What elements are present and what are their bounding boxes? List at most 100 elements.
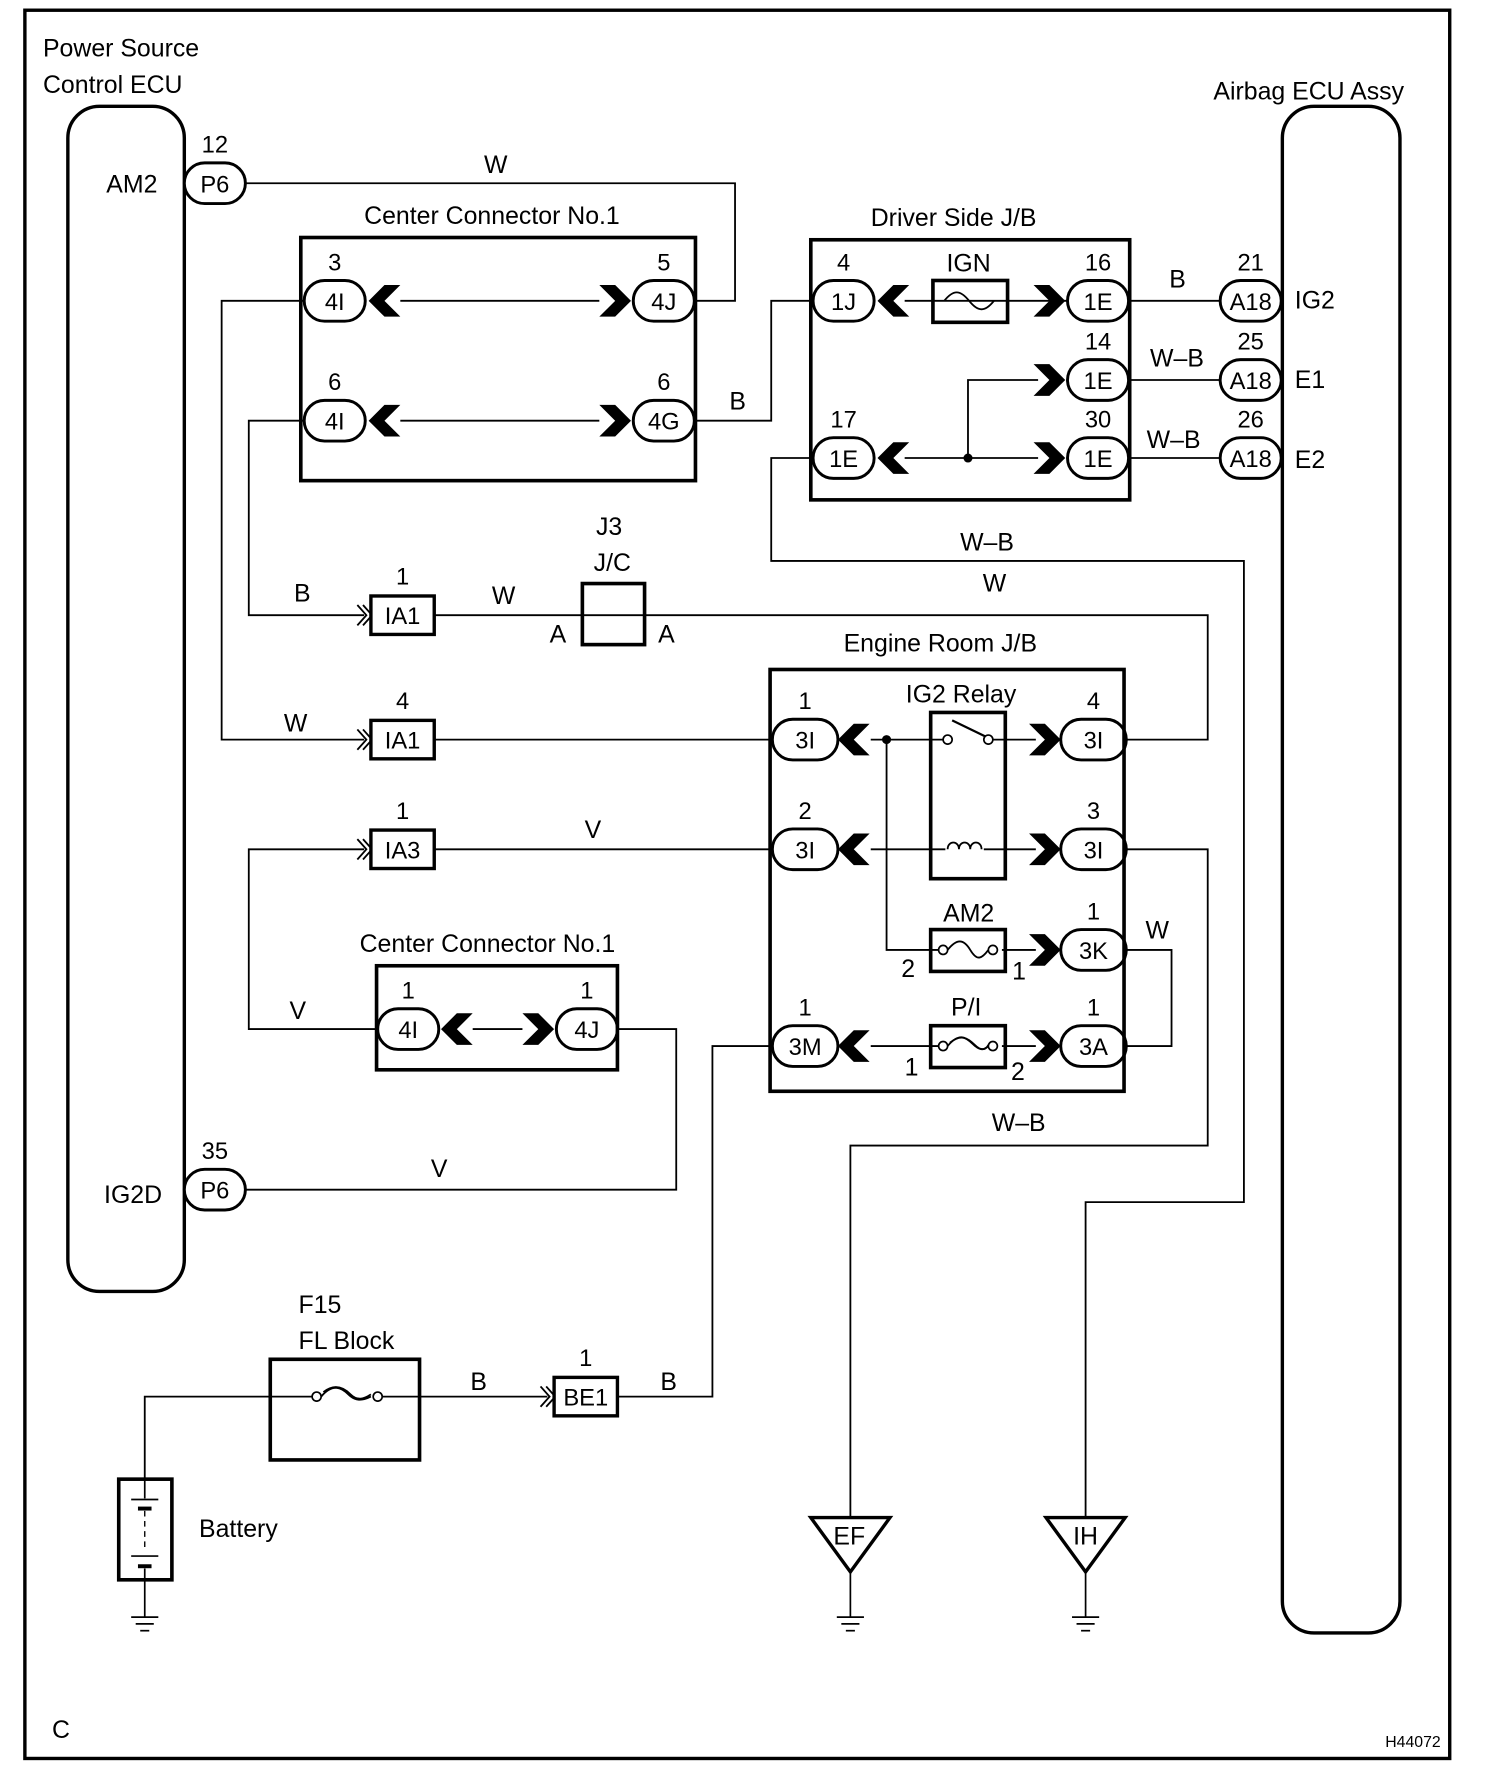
- power-ecu-title-2: Control ECU: [43, 71, 183, 99]
- center-connector-bottom-title: Center Connector No.1: [360, 930, 616, 958]
- ground-ef: [807, 1515, 894, 1618]
- connector-arrow-icon: [368, 404, 401, 437]
- connector-code: IA3: [385, 838, 421, 864]
- pin-number: 14: [1085, 329, 1111, 355]
- pin-number: 1: [402, 979, 415, 1005]
- pin-number: 1: [580, 979, 593, 1005]
- power-ecu-title-1: Power Source: [43, 35, 199, 63]
- pin-number: 2: [799, 799, 812, 825]
- pin-number: 4: [1087, 689, 1100, 715]
- connector-arrow-icon: [1033, 364, 1066, 396]
- wire-color-labels: W B B W–B W–B W–B W B W W V V V W W–B B …: [284, 151, 1204, 1396]
- connector-arrow-icon: [522, 1013, 555, 1045]
- pin-number: 1: [1087, 899, 1100, 925]
- pin-number: 6: [657, 370, 670, 396]
- connector-oval: [770, 717, 840, 762]
- wire-color: V: [431, 1155, 448, 1183]
- wire-color: V: [289, 997, 306, 1025]
- center-connector-top: [298, 235, 698, 483]
- connector-code: 1J: [831, 290, 856, 316]
- wire-color: W: [983, 569, 1007, 597]
- connector-3m-1: 3M1: [770, 996, 840, 1068]
- driver-side-jb-title: Driver Side J/B: [871, 204, 1037, 232]
- ig2-relay-label: IG2 Relay: [906, 680, 1017, 708]
- wire-color: W: [284, 710, 308, 738]
- pin-number: 1: [799, 996, 812, 1022]
- wire-color: W: [492, 582, 516, 610]
- diagram-frame: [23, 8, 1452, 1761]
- connector-oval: [1218, 279, 1283, 323]
- wire-color: W–B: [1147, 426, 1201, 454]
- connector-code: 1E: [1084, 447, 1113, 473]
- am2-fuse-label: AM2: [943, 900, 994, 928]
- connector-a18-e1: A18 25: [1218, 329, 1283, 402]
- connector-arrow-icon: [877, 285, 910, 317]
- connector-code: 1E: [1084, 290, 1113, 316]
- wire-color: W: [484, 151, 508, 179]
- pi-terminal-2: 2: [1011, 1058, 1025, 1086]
- jc-id: J3: [596, 513, 622, 541]
- connector-4i-6: 4I6: [302, 370, 367, 443]
- pin-number: 4: [396, 689, 409, 715]
- am2-terminal-1: 1: [1012, 957, 1026, 985]
- connector-1j-4: 1J4: [811, 250, 876, 323]
- fl-block-title: FL Block: [299, 1327, 395, 1355]
- connector-4i-1: 4I 1: [376, 979, 441, 1051]
- connector-3i-3: 3I 3: [1059, 799, 1128, 872]
- wire-color: B: [294, 580, 311, 608]
- pin-number: 1: [799, 689, 812, 715]
- battery-label: Battery: [199, 1515, 278, 1543]
- am2-fuse-icon: [937, 940, 999, 959]
- pin-label-e1: E1: [1295, 366, 1325, 394]
- pin-number: 3: [328, 250, 341, 276]
- ground-ih: [1042, 1515, 1129, 1618]
- center-connector-bottom: [374, 963, 620, 1072]
- engine-room-jb-title: Engine Room J/B: [844, 629, 1037, 657]
- connector-code: BE1: [563, 1386, 608, 1412]
- wire-color: W–B: [992, 1109, 1046, 1137]
- pi-fusible-link-icon: [937, 1036, 999, 1052]
- connector-oval: [770, 827, 840, 872]
- connector-code: 1E: [1084, 369, 1113, 395]
- connector-4j-5: 4J5: [631, 250, 696, 323]
- connector-oval: [182, 161, 247, 206]
- airbag-ecu-title: Airbag ECU Assy: [1213, 78, 1404, 106]
- fl-fusible-link-icon: [311, 1386, 384, 1402]
- pin-number: 25: [1237, 329, 1263, 355]
- connector-code: 4I: [398, 1018, 418, 1044]
- wire-color: B: [470, 1368, 487, 1396]
- junction-dot: [882, 735, 892, 745]
- corner-label: C: [52, 1716, 70, 1744]
- connector-code: A18: [1230, 369, 1272, 395]
- pin-label-am2: AM2: [106, 170, 157, 198]
- driver-side-jb: [808, 237, 1132, 502]
- am2-terminal-2: 2: [901, 955, 915, 983]
- pin-number: 26: [1237, 407, 1263, 433]
- connector-code: 3I: [1084, 838, 1104, 864]
- wire-color: W–B: [1150, 344, 1204, 372]
- pin-number: 1: [396, 565, 409, 591]
- connector-3a-1: 3A1: [1059, 996, 1128, 1068]
- connector-arrow-icon: [837, 723, 870, 756]
- pin-number: 17: [830, 407, 856, 433]
- connector-3i-4: 3I 4: [1059, 689, 1128, 762]
- inline-connector-box: [552, 1375, 620, 1418]
- connector-code: 3I: [1084, 729, 1104, 755]
- am2-fuse: [928, 927, 1008, 974]
- pin-number: 12: [202, 133, 228, 159]
- pin-label-ig2d: IG2D: [104, 1181, 162, 1209]
- pi-fuse: [928, 1023, 1008, 1070]
- ground-ih-label: IH: [1073, 1523, 1098, 1551]
- connector-code: 1E: [829, 447, 858, 473]
- connector-oval: [302, 279, 367, 323]
- connector-arrow-icon: [599, 404, 632, 437]
- pin-number: 3: [1087, 799, 1100, 825]
